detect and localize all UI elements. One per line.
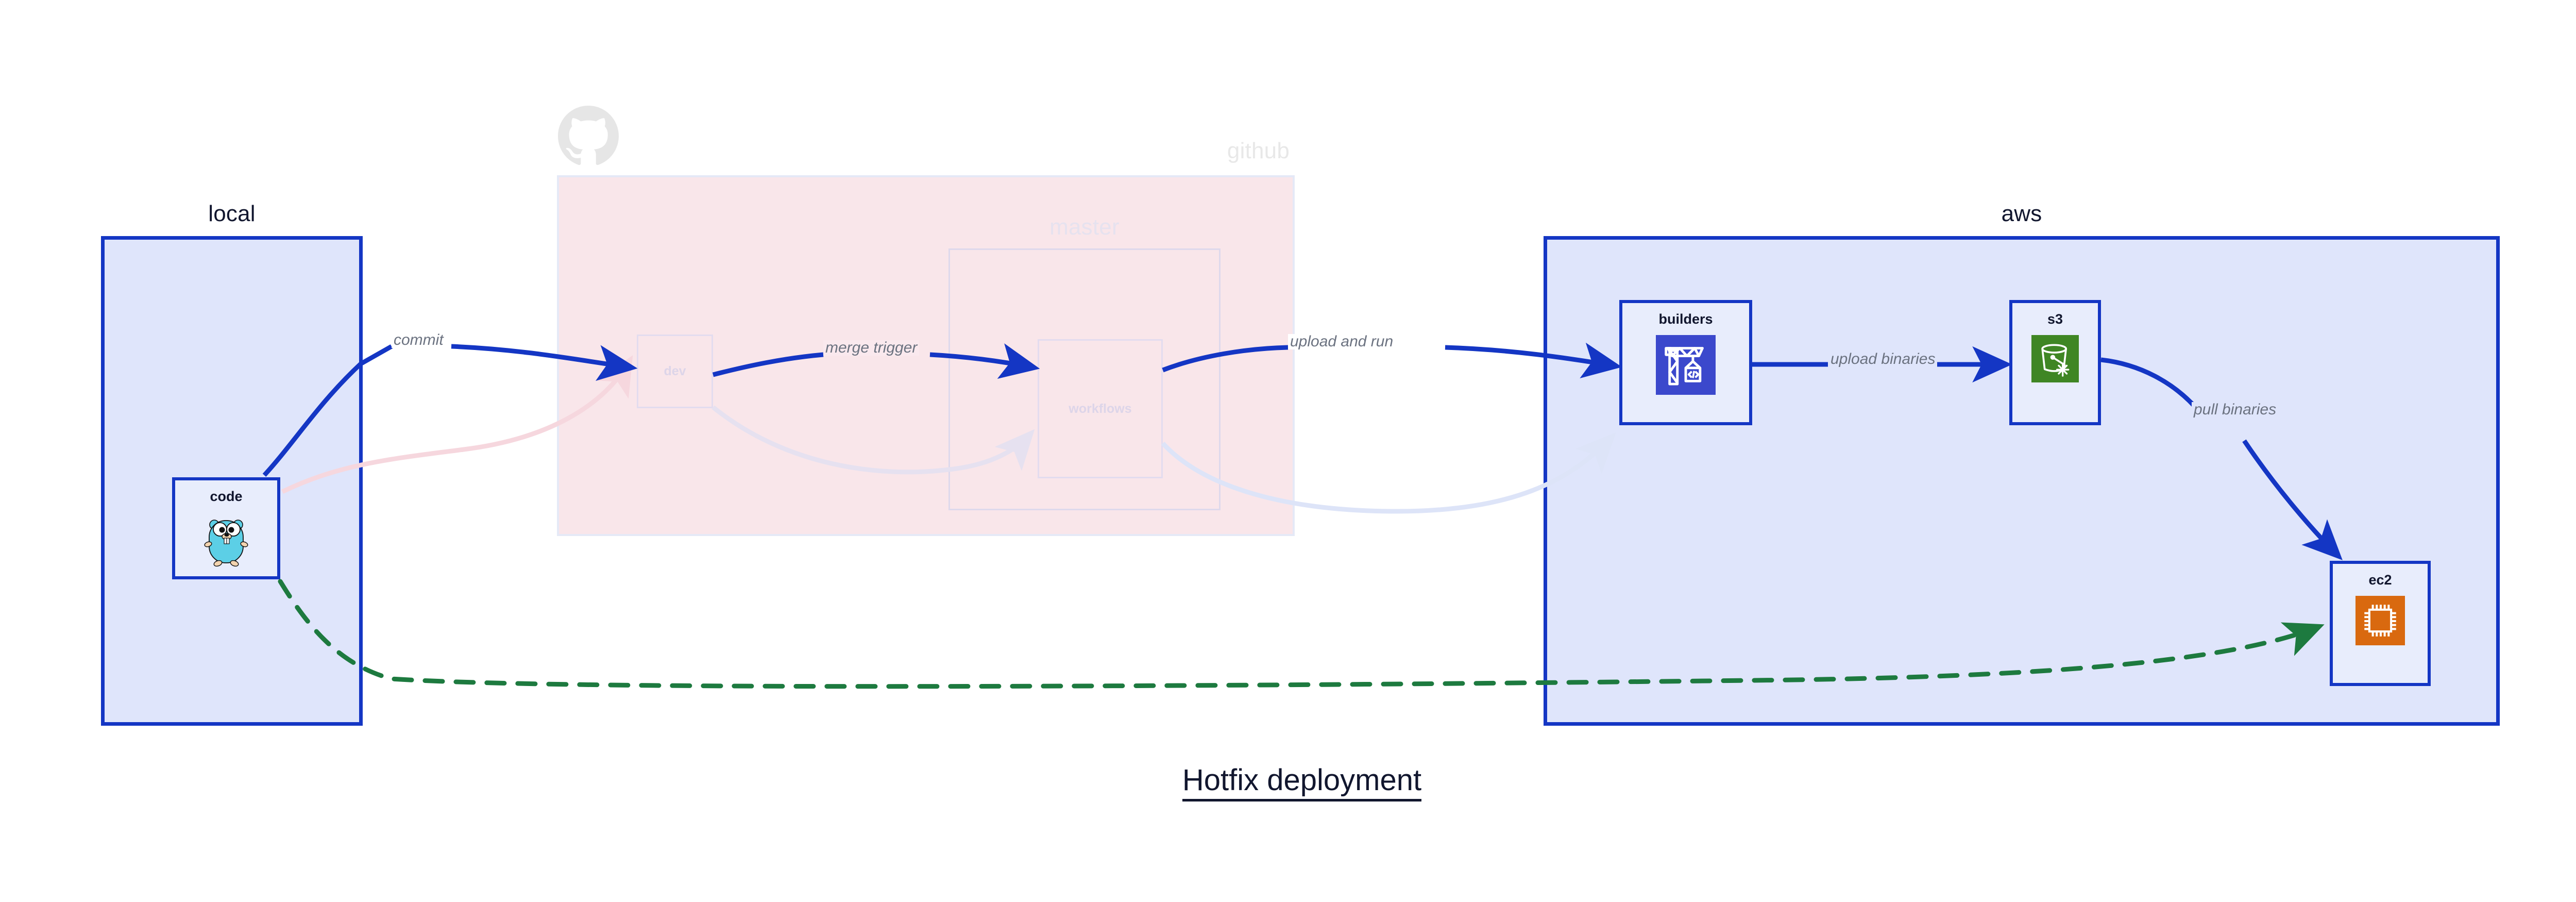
group-title-github: github	[1227, 138, 1290, 163]
diagram-title-text: Hotfix deployment	[1182, 763, 1422, 801]
github-octocat-icon	[558, 106, 619, 166]
group-title-local: local	[208, 201, 256, 226]
node-ec2[interactable]: ec2	[2330, 561, 2431, 686]
node-dev-label: dev	[664, 364, 686, 378]
edge-label-merge-trigger: merge trigger	[823, 340, 920, 356]
diagram-title: Hotfix deployment	[0, 763, 2576, 801]
go-gopher-icon	[201, 512, 251, 573]
aws-codebuild-icon	[1656, 335, 1716, 397]
edge-label-commit: commit	[392, 332, 446, 348]
node-builders-label: builders	[1658, 311, 1713, 327]
edge-label-upload-binaries: upload binaries	[1828, 352, 1938, 367]
edge-label-upload-and-run: upload and run	[1288, 334, 1396, 349]
node-s3[interactable]: s3	[2009, 300, 2101, 425]
aws-ec2-icon	[2355, 596, 2405, 648]
node-s3-label: s3	[2047, 311, 2063, 327]
node-builders[interactable]: builders	[1619, 300, 1752, 425]
node-code[interactable]: code	[172, 477, 280, 579]
node-ec2-label: ec2	[2368, 572, 2392, 588]
edge-label-pull-binaries: pull binaries	[2192, 402, 2279, 417]
group-master	[948, 248, 1221, 510]
group-title-aws: aws	[2001, 201, 2042, 226]
aws-s3-glacier-icon	[2031, 335, 2079, 385]
node-workflows-label: workflows	[1069, 401, 1132, 416]
node-code-label: code	[210, 489, 243, 504]
group-title-master: master	[1049, 214, 1120, 240]
node-dev[interactable]: dev	[637, 335, 713, 408]
node-workflows[interactable]: workflows	[1038, 339, 1163, 478]
